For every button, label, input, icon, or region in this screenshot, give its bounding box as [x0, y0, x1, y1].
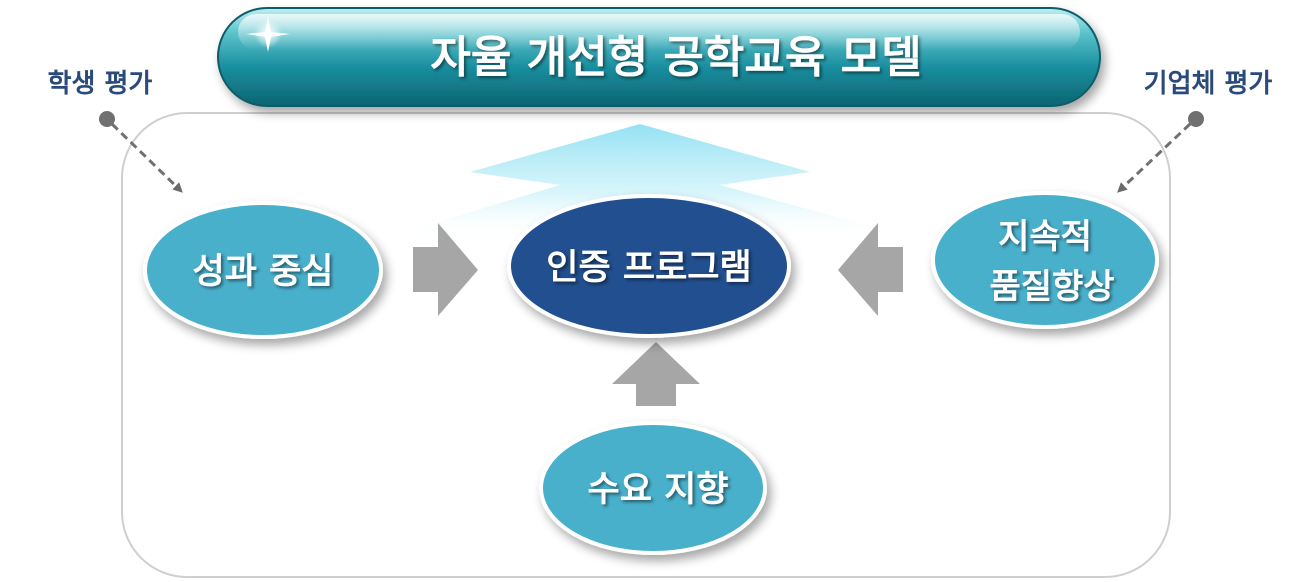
node-demand: 수요 지향 — [539, 421, 767, 555]
node-quality-label-2: 품질향상 — [989, 267, 1114, 307]
node-outcome-label: 성과 중심 — [193, 252, 334, 292]
node-outcome: 성과 중심 — [143, 201, 383, 339]
sparkle-icon — [246, 16, 290, 52]
node-quality: 지속적 품질향상 — [931, 191, 1159, 329]
title-bar — [217, 7, 1101, 107]
title-text: 자율 개선형 공학교육 모델 — [430, 32, 921, 83]
right-block-arrow — [413, 223, 478, 316]
container-frame — [121, 112, 1171, 578]
up-block-arrow — [612, 342, 700, 406]
company-eval-arrow — [1117, 111, 1204, 193]
node-certification-label: 인증 프로그램 — [546, 248, 751, 288]
left-block-arrow — [838, 223, 903, 316]
glow-up-arrow — [378, 124, 920, 240]
node-demand-label: 수요 지향 — [588, 470, 729, 510]
node-quality-label-1: 지속적 — [998, 217, 1092, 257]
student-eval-arrow — [99, 111, 183, 193]
node-certification: 인증 프로그램 — [507, 194, 791, 338]
student-eval-label: 학생 평가 — [48, 69, 153, 99]
company-eval-label: 기업체 평가 — [1144, 69, 1273, 99]
